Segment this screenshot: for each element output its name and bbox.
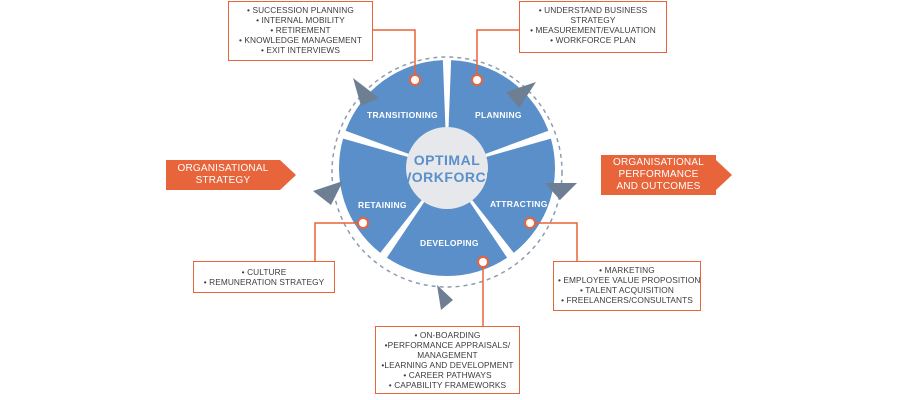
center-line-1: OPTIMAL xyxy=(413,152,481,168)
connector-dot-planning xyxy=(471,74,483,86)
connector-line-planning xyxy=(476,29,519,80)
cycle-arrow-icon xyxy=(313,181,343,205)
segment-label-retaining: RETAINING xyxy=(358,200,407,210)
developing-details-box: • ON-BOARDING •PERFORMANCE APPRAISALS/ M… xyxy=(375,326,520,394)
box-item: • MEASUREMENT/EVALUATION xyxy=(530,25,656,35)
box-item: • INTERNAL MOBILITY xyxy=(256,15,345,25)
connector-line-transitioning xyxy=(373,29,416,80)
segment-label-transitioning: TRANSITIONING xyxy=(367,110,438,120)
connector-dot-developing xyxy=(477,256,489,268)
box-item: • SUCCESSION PLANNING xyxy=(247,5,354,15)
cycle-arrow-icon xyxy=(353,78,379,106)
cycle-arrow-icon xyxy=(506,82,536,108)
box-item: • UNDERSTAND BUSINESS xyxy=(538,5,648,15)
retaining-details-box: • CULTURE • REMUNERATION STRATEGY xyxy=(193,261,335,293)
left-label-line-1: ORGANISATIONAL xyxy=(177,163,269,174)
box-item: • EMPLOYEE VALUE PROPOSITION xyxy=(558,275,701,285)
center-circle xyxy=(406,127,488,209)
box-item: MANAGEMENT xyxy=(417,350,478,360)
right-arrow-icon xyxy=(280,160,296,190)
segment-developing xyxy=(386,168,508,277)
dashed-cycle-ring xyxy=(331,56,563,288)
box-item: •PERFORMANCE APPRAISALS/ xyxy=(384,340,511,350)
box-item: • WORKFORCE PLAN xyxy=(550,35,636,45)
cycle-arrow-icon xyxy=(437,285,453,310)
segment-label-developing: DEVELOPING xyxy=(420,238,479,248)
cycle-arrow-icon xyxy=(545,183,577,200)
organisational-strategy-label: ORGANISATIONAL STRATEGY xyxy=(166,160,280,190)
box-item: • RETIREMENT xyxy=(270,25,331,35)
attracting-details-box: • MARKETING • EMPLOYEE VALUE PROPOSITION… xyxy=(553,261,701,311)
connector-line-attracting xyxy=(530,222,578,261)
box-item: • ON-BOARDING xyxy=(414,330,481,340)
left-label-line-2: STRATEGY xyxy=(195,175,251,186)
planning-details-box: • UNDERSTAND BUSINESS STRATEGY • MEASURE… xyxy=(519,1,667,53)
connector-line-retaining xyxy=(314,222,363,261)
box-item: • MARKETING xyxy=(599,265,655,275)
right-label-line-3: AND OUTCOMES xyxy=(616,181,701,192)
box-item: STRATEGY xyxy=(570,15,616,25)
box-item: • TALENT ACQUISITION xyxy=(580,285,674,295)
box-item: • CAPABILITY FRAMEWORKS xyxy=(388,380,507,390)
segment-label-attracting: ATTRACTING xyxy=(490,199,548,209)
box-item: • CAREER PATHWAYS xyxy=(403,370,492,380)
center-label: OPTIMAL WORKFORCE xyxy=(397,152,497,186)
right-label-line-1: ORGANISATIONAL xyxy=(613,157,704,168)
right-arrow-icon xyxy=(716,160,732,190)
connector-dot-retaining xyxy=(357,217,369,229)
connector-dot-attracting xyxy=(524,217,536,229)
box-item: • KNOWLEDGE MANAGEMENT xyxy=(238,35,363,45)
box-item: • EXIT INTERVIEWS xyxy=(261,45,340,55)
organisational-performance-label: ORGANISATIONAL PERFORMANCE AND OUTCOMES xyxy=(601,155,716,195)
segment-label-planning: PLANNING xyxy=(475,110,522,120)
right-label-line-2: PERFORMANCE xyxy=(618,169,699,180)
box-item: •LEARNING AND DEVELOPMENT xyxy=(381,360,514,370)
center-line-2: WORKFORCE xyxy=(398,169,496,185)
transitioning-details-box: • SUCCESSION PLANNING • INTERNAL MOBILIT… xyxy=(228,1,373,61)
connector-dot-transitioning xyxy=(409,74,421,86)
box-item: • FREELANCERS/CONSULTANTS xyxy=(561,295,693,305)
box-item: • REMUNERATION STRATEGY xyxy=(203,277,325,287)
box-item: • CULTURE xyxy=(241,267,287,277)
